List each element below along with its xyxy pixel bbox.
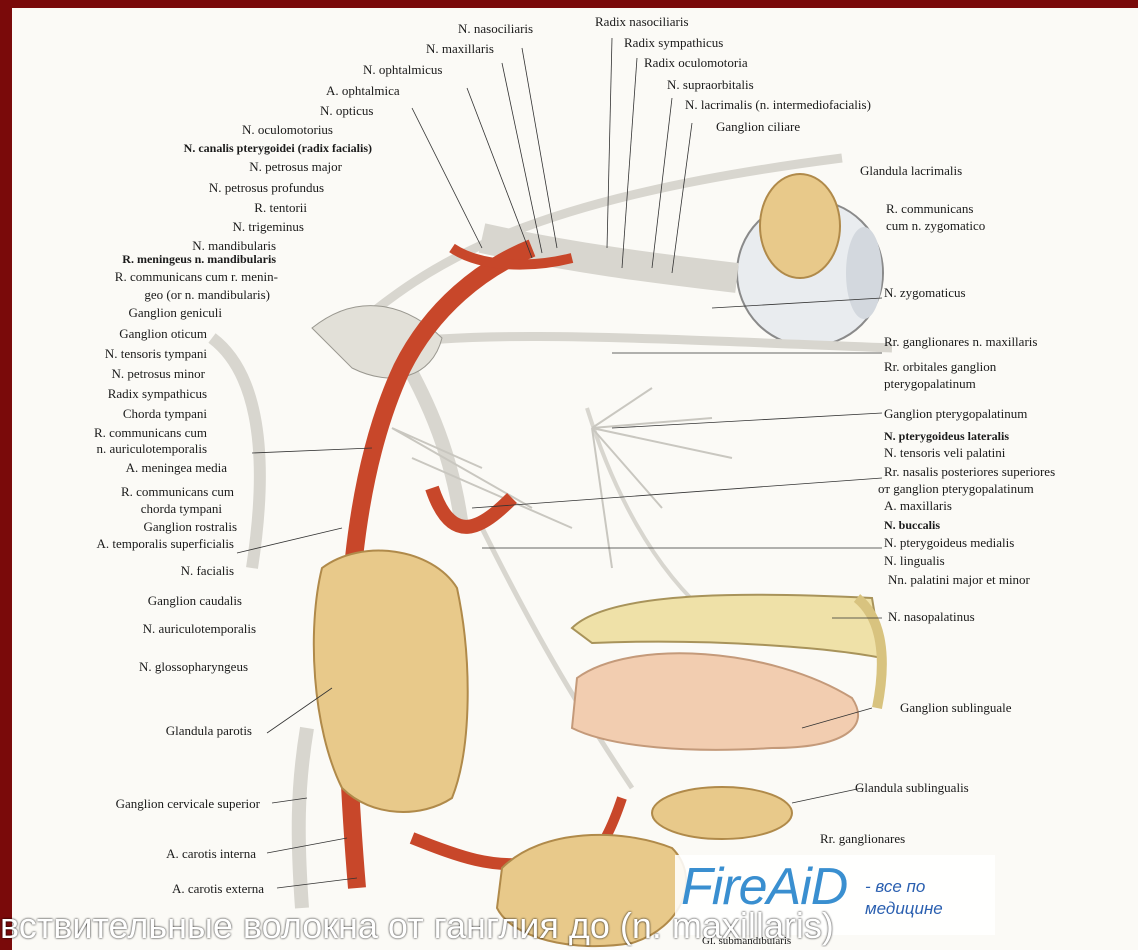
hard-palate — [572, 595, 882, 658]
label-n-buccalis: N. buccalis — [884, 518, 940, 532]
label-rr-orbitales-2: pterygopalatinum — [884, 377, 976, 391]
label-n-nasopalatinus: N. nasopalatinus — [888, 610, 975, 624]
label-ganglion-sublinguale: Ganglion sublinguale — [900, 701, 1012, 715]
label-r-communicans-zyg-2: cum n. zygomatico — [886, 219, 985, 233]
maxillary-artery — [432, 488, 512, 527]
label-a-carotis-externa: A. carotis externa — [12, 882, 264, 896]
label-n-pterygoideus-medialis: N. pterygoideus medialis — [884, 536, 1014, 550]
label-ganglion-ciliare: Ganglion ciliare — [716, 120, 800, 134]
label-ganglion-rostralis: Ganglion rostralis — [12, 520, 237, 534]
label-a-maxillaris: A. maxillaris — [884, 499, 952, 513]
label-a-temporalis-superficialis: A. temporalis superficialis — [12, 537, 234, 551]
label-n-lacrimalis: N. lacrimalis (n. intermediofacialis) — [685, 98, 871, 112]
label-n-canalis-pterygoidei: N. canalis pterygoidei (radix facialis) — [42, 141, 372, 155]
label-n-maxillaris: N. maxillaris — [426, 42, 494, 56]
label-n-zygomaticus: N. zygomaticus — [884, 286, 966, 300]
label-n-facialis: N. facialis — [12, 564, 234, 578]
label-n-pterygoideus-lateralis: N. pterygoideus lateralis — [884, 429, 1009, 443]
label-n-oculomotorius: N. oculomotorius — [242, 123, 333, 137]
nerve-fibers — [392, 388, 732, 568]
label-rr-ganglionares-bottom: Rr. ganglionares — [820, 832, 905, 846]
label-r-communicans-zyg-1: R. communicans — [886, 202, 973, 216]
label-radix-sympathicus-top: Radix sympathicus — [624, 36, 723, 50]
slide-caption: вствительные волокна от ганглия до (n. m… — [0, 905, 1138, 947]
label-r-communicans-chorda-2: chorda tympani — [12, 502, 222, 516]
illustration-plate: N. nasociliaris Radix nasociliaris N. ma… — [12, 8, 1138, 950]
sublingual-gland — [652, 787, 792, 839]
label-r-meningeus: R. meningeus n. mandibularis — [12, 252, 276, 266]
label-glandula-lacrimalis: Glandula lacrimalis — [860, 164, 962, 178]
label-radix-nasociliaris: Radix nasociliaris — [595, 15, 689, 29]
label-r-communicans-meningeo-1: R. communicans cum r. menin- — [12, 270, 278, 284]
label-r-communicans-auriculo-1: R. communicans cum — [12, 426, 207, 440]
label-rr-nasalis-2: от ganglion pterygopalatinum — [878, 482, 1034, 496]
parotid-gland — [314, 551, 468, 812]
label-glandula-sublingualis: Glandula sublingualis — [855, 781, 969, 795]
label-n-lingualis: N. lingualis — [884, 554, 945, 568]
label-n-petrosus-minor: N. petrosus minor — [12, 367, 205, 381]
label-r-tentorii: R. tentorii — [42, 201, 307, 215]
label-nn-palatini: Nn. palatini major et minor — [888, 573, 1030, 587]
label-r-communicans-auriculo-2: n. auriculotemporalis — [12, 442, 207, 456]
label-r-communicans-meningeo-2: geo (or n. mandibularis) — [12, 288, 270, 302]
tongue — [572, 653, 858, 749]
label-ganglion-oticum: Ganglion oticum — [12, 327, 207, 341]
label-r-communicans-chorda-1: R. communicans cum — [12, 485, 234, 499]
cornea — [846, 227, 882, 319]
sympathetic-trunk — [299, 728, 307, 908]
label-n-trigeminus: N. trigeminus — [42, 220, 304, 234]
label-n-petrosus-major: N. petrosus major — [42, 160, 342, 174]
lingual-nerve — [482, 528, 632, 788]
label-ganglion-cervicale-superior: Ganglion cervicale superior — [12, 797, 260, 811]
label-radix-oculomotoria: Radix oculomotoria — [644, 56, 748, 70]
label-n-supraorbitalis: N. supraorbitalis — [667, 78, 754, 92]
label-a-ophtalmica: A. ophtalmica — [326, 84, 400, 98]
label-radix-sympathicus-left: Radix sympathicus — [12, 387, 207, 401]
label-n-tensoris-veli-palatini: N. tensoris veli palatini — [884, 446, 1005, 460]
label-n-tensoris-tympani: N. tensoris tympani — [12, 347, 207, 361]
lacrimal-gland — [760, 174, 840, 278]
label-n-mandibularis: N. mandibularis — [42, 239, 276, 253]
label-n-nasociliaris: N. nasociliaris — [458, 22, 533, 36]
label-a-carotis-interna: A. carotis interna — [12, 847, 256, 861]
label-rr-ganglionares-maxillaris: Rr. ganglionares n. maxillaris — [884, 335, 1037, 349]
label-n-opticus: N. opticus — [320, 104, 373, 118]
label-n-ophtalmicus: N. ophtalmicus — [363, 63, 442, 77]
label-chorda-tympani: Chorda tympani — [12, 407, 207, 421]
watermark-tag-1: - все по — [865, 877, 925, 897]
label-ganglion-geniculi: Ganglion geniculi — [12, 306, 222, 320]
label-rr-orbitales-1: Rr. orbitales ganglion — [884, 360, 996, 374]
label-n-auriculotemporalis: N. auriculotemporalis — [12, 622, 256, 636]
label-glandula-parotis: Glandula parotis — [12, 724, 252, 738]
label-n-glossopharyngeus: N. glossopharyngeus — [12, 660, 248, 674]
label-ganglion-caudalis: Ganglion caudalis — [12, 594, 242, 608]
label-rr-nasalis-1: Rr. nasalis posteriores superiores — [884, 465, 1055, 479]
label-a-meningea-media: A. meningea media — [12, 461, 227, 475]
label-ganglion-pterygopalatinum: Ganglion pterygopalatinum — [884, 407, 1027, 421]
label-n-petrosus-profundus: N. petrosus profundus — [42, 181, 324, 195]
